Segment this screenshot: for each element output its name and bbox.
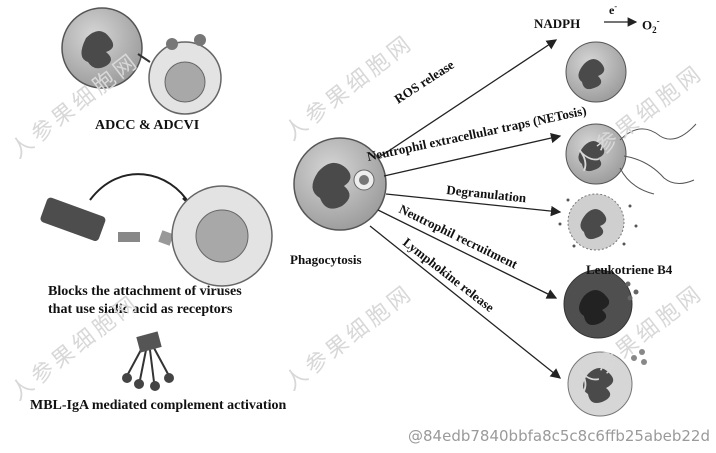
label-blocks-line2: that use sialic acid as receptors (48, 302, 233, 317)
arrow-lymphokine (369, 225, 562, 379)
label-adcc: ADCC & ADCVI (95, 118, 200, 133)
label-leukotriene: Leukotriene B4 (586, 262, 673, 277)
virus-receptor (40, 197, 106, 242)
ros-cell (565, 41, 627, 103)
iga-antibody (118, 232, 140, 242)
virus-particle (194, 34, 206, 46)
arrow-ros (377, 39, 558, 159)
nk-nucleus (81, 31, 114, 69)
adcc-illustration (61, 7, 222, 115)
label-phagocytosis: Phagocytosis (290, 252, 362, 267)
pathway-arrows (369, 17, 638, 379)
recruitment-cell (563, 269, 639, 339)
label-electron: e- (609, 2, 617, 18)
virus-particle (166, 38, 178, 50)
lymphokine-cell (567, 349, 647, 417)
pathway-label-ros: ROS release (391, 57, 456, 107)
superoxide-charge: - (656, 16, 660, 26)
central-neutrophil (293, 137, 387, 231)
electron-charge: - (614, 2, 617, 11)
arrow-netosis (383, 132, 562, 177)
label-mbl: MBL-IgA mediated complement activation (30, 398, 287, 413)
inhibition-arc (89, 173, 191, 206)
electron-symbol: e (609, 3, 615, 17)
netosis-cell (565, 123, 697, 195)
label-nadph: NADPH (534, 16, 581, 31)
superoxide-subscript: 2 (652, 24, 657, 35)
arrow-degranulation (385, 193, 562, 217)
pathway-label-recruitment: Neutrophil recruitment (397, 201, 521, 272)
label-superoxide: O2- (642, 16, 660, 35)
antibody-link (137, 53, 151, 63)
hash-watermark: @84edb7840bbfa8c5c8c6ffb25abeb22d (408, 427, 710, 445)
degranulation-cell (558, 193, 638, 251)
host-nucleus (195, 209, 249, 263)
mbl-iga-complex (122, 331, 174, 391)
antigen-block (158, 230, 174, 246)
label-blocks-line1: Blocks the attachment of viruses (48, 284, 242, 299)
superoxide-symbol: O (642, 17, 653, 33)
blocking-illustration (40, 173, 273, 287)
infected-nucleus (164, 61, 206, 103)
arrow-recruitment (377, 209, 558, 299)
